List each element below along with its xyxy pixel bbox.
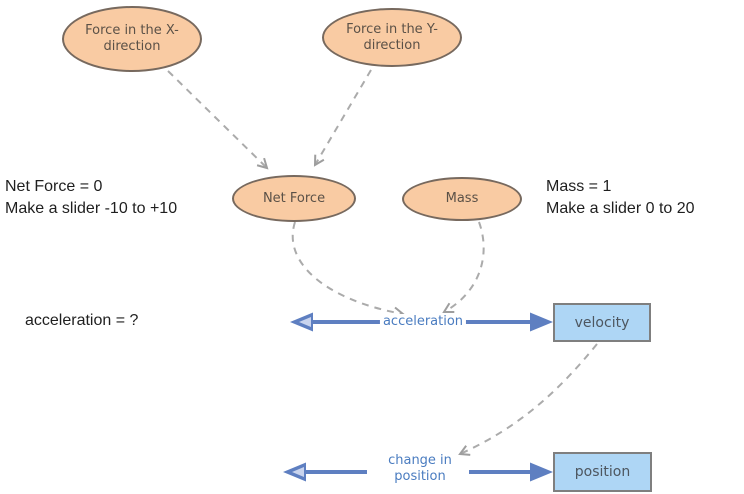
variable-force-y[interactable]: Force in the Y- direction (322, 8, 462, 67)
note-acceleration: acceleration = ? (25, 312, 139, 329)
variable-mass-label: Mass (445, 191, 479, 206)
flow-change-in-position-pipe[interactable] (283, 462, 553, 482)
stock-velocity[interactable]: velocity (553, 303, 651, 342)
link-force-y-to-net-force[interactable] (313, 69, 372, 167)
stock-position[interactable]: position (553, 452, 652, 492)
variable-net-force[interactable]: Net Force (232, 175, 356, 222)
stock-position-label: position (574, 464, 631, 480)
link-net-force-to-acceleration[interactable] (291, 221, 406, 319)
flow-acceleration-left-arrowhead-notch (299, 317, 311, 327)
flow-acceleration-right-arrowhead-icon (530, 312, 553, 332)
variable-force-x[interactable]: Force in the X- direction (62, 6, 202, 72)
stock-velocity-label: velocity (574, 314, 630, 331)
flow-change-in-position-right-arrowhead-icon (530, 462, 553, 482)
flow-change-in-position-left-arrowhead-notch (292, 467, 304, 477)
link-mass-to-acceleration[interactable] (442, 221, 485, 314)
variable-mass[interactable]: Mass (402, 177, 522, 221)
variable-force-x-label: Force in the X- direction (85, 23, 179, 54)
note-mass: Mass = 1 Make a slider 0 to 20 (546, 178, 695, 217)
flow-acceleration-label[interactable]: acceleration (379, 314, 467, 330)
link-force-x-to-net-force[interactable] (167, 70, 269, 170)
variable-net-force-label: Net Force (262, 190, 326, 206)
flow-change-in-position-label[interactable]: change in position (388, 453, 452, 484)
note-net-force: Net Force = 0 Make a slider -10 to +10 (5, 178, 178, 217)
variable-force-y-label: Force in the Y- direction (346, 21, 438, 53)
link-velocity-to-change-in-position[interactable] (458, 343, 598, 456)
